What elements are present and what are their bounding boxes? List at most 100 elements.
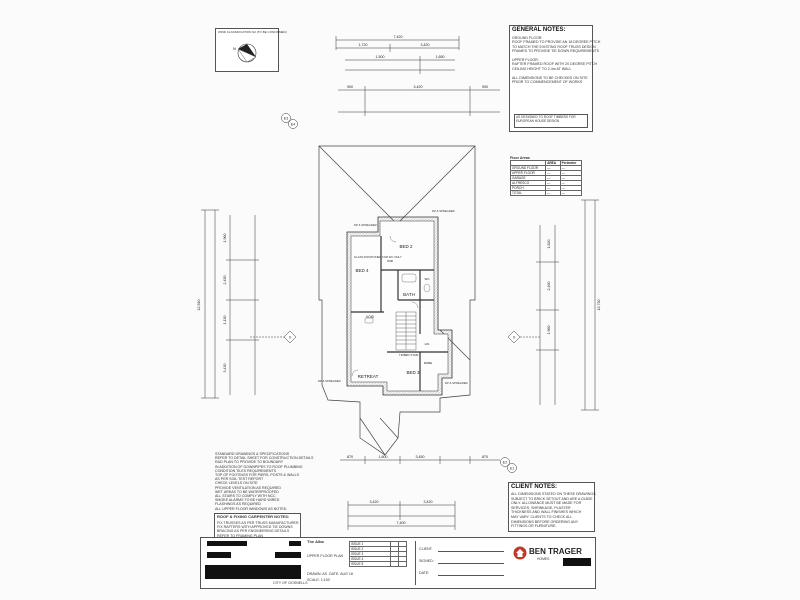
redacted-stamp	[563, 558, 591, 566]
table-cell: ISSUE 5	[349, 561, 391, 567]
spec-note-line: WET AREAS TO BE WATERPROOFED	[215, 489, 279, 494]
spec-note-line: CONDITION TILES REQUIREMENTS	[215, 468, 277, 473]
floor-area-row: TOTAL——	[509, 190, 583, 197]
dim-left-d: 3,430	[223, 364, 227, 373]
north-point-box: WIND CLASSIFICATION N2 (TO BE CONFIRMED)…	[215, 28, 287, 72]
drawn-by: DRAWN: AS	[307, 572, 328, 576]
brand-name: BEN TRAGER	[529, 547, 582, 556]
client-note-line: FITTINGS OR FURNITURE.	[511, 524, 557, 529]
bottom-dimensions	[340, 456, 500, 530]
dim-left-c: 1,130	[223, 316, 227, 325]
general-note-line: PRIOR TO COMMENCEMENT OF WORKS	[512, 80, 583, 84]
carpenter-notes-box: ROOF & FIXING CARPENTER NOTES: FIX TRUSS…	[214, 513, 301, 541]
client-note-line: THICKNESS AND WALL FINISHES WHICH	[511, 510, 582, 515]
dim-bottom-a2: 870	[482, 455, 488, 459]
spec-note-line: RAD PLAN TO PROVIDE TO BOUNDARY	[215, 460, 284, 465]
job-name: The Alba	[307, 539, 324, 544]
room-wir: WIR	[387, 259, 394, 263]
carpenter-note-line: FIX TRUSSES AS PER TRUSS MANUFACTURER	[217, 521, 299, 525]
spec-note-line: PROVIDE VENTILATION AS REQUIRED	[215, 485, 282, 490]
top-dimensions	[335, 36, 500, 116]
room-wc: WC	[425, 277, 431, 281]
room-void: VOID	[366, 315, 375, 319]
dim-bottom-d: 3,420	[370, 500, 379, 504]
general-note-line: ALL DIMENSIONS TO BE CHECKED ON SITE	[512, 75, 588, 80]
room-retreat: RETREAT	[358, 374, 379, 379]
general-notes-title: GENERAL NOTES:	[512, 27, 566, 33]
scale-field: SCALE: 1:100	[307, 578, 330, 582]
table-cell	[397, 561, 408, 567]
dim-left-total: 12,910	[197, 300, 201, 311]
dim-left-a: 1,960	[223, 234, 227, 243]
carpenter-notes-title: ROOF & FIXING CARPENTER NOTES:	[217, 514, 290, 519]
client-signoff: CLIENT: SIGNED: DATE:	[415, 541, 511, 585]
council-name: CITY OF GOSNELLS	[273, 581, 308, 585]
dim-right-b: 2,460	[547, 282, 551, 291]
general-note-line: ROOF FRAMED TO PROVIDE AN 18 DEGREE PITC…	[512, 40, 601, 45]
note-downpipe-4: DP & SPREADER	[445, 381, 468, 385]
redacted-address-3	[207, 552, 231, 558]
date-field: DATE: AUG 18	[329, 572, 353, 576]
dim-top-b: 3,420	[421, 43, 430, 47]
client-note-line: ALL DIMENSIONS STATED ON THESE DRAWINGS	[511, 492, 596, 496]
date-label: DATE:	[419, 571, 430, 575]
spec-note-line: FLASHINGS AS REQUIRED	[215, 502, 261, 507]
table-cell: TOTAL	[509, 190, 547, 197]
dim-bottom-a: 870	[347, 455, 353, 459]
dim-top-e2: 900	[482, 85, 488, 89]
dim-top-e: 900	[347, 85, 353, 89]
carpenter-note-line: FIX RAFTERS WITH APPROVED TIE DOWNS	[217, 525, 293, 530]
section-markers	[250, 113, 540, 473]
north-arrow-icon: N	[233, 43, 257, 63]
general-note-line: CEILING HEIGHT TO 2.4m AT WALL	[512, 66, 572, 71]
dim-bottom-total: 7,400	[397, 521, 406, 525]
brand-sub: HOMES	[537, 557, 550, 561]
carpenter-note-line: BRACING AS PER ENGINEERING DETAILS	[217, 529, 290, 534]
spec-note-line: IN ADDITION OF DOWNPIPES TO ROOF PLUMBIN…	[215, 464, 303, 469]
title-block: CITY OF GOSNELLS The Alba UPPER FLOOR PL…	[200, 537, 596, 589]
left-dimensions	[201, 209, 259, 399]
room-bed2: BED 2	[399, 244, 413, 249]
marker-e2: E2	[503, 461, 507, 465]
room-linen: LIN	[425, 342, 430, 346]
general-note-line: FRAMED TO PROVIDE TIE DOWN REQUIREMENTS	[512, 49, 600, 54]
brand-house-icon	[513, 546, 527, 560]
note-downpipe-3: DP & SPREADER	[318, 379, 341, 383]
note-glass: GLASS POSITIONED FOR WC ONLY	[354, 255, 402, 259]
general-notes-banner: AS DESIGNED TO ROOF TIMBERS FOR EUROPEAN…	[514, 114, 588, 128]
client-notes-box: CLIENT NOTES: ALL DIMENSIONS STATED ON T…	[508, 482, 596, 532]
spec-note-line: TOP OF FOOTINGS FOR PIERS, POSTS & WALLS	[215, 473, 300, 477]
dim-left-b: 2,450	[223, 276, 227, 285]
revision-row: ISSUE 5	[349, 561, 408, 567]
spec-note-line: CHECK LEVELS ON SITE	[215, 481, 258, 486]
redacted-address-5	[205, 565, 301, 579]
redacted-address-4	[275, 552, 301, 558]
dim-top-c: 1,500	[376, 55, 385, 59]
table-cell	[389, 561, 399, 567]
marker-x-right: X	[513, 336, 516, 340]
redacted-address-1	[207, 541, 247, 546]
client-label: CLIENT:	[419, 547, 433, 551]
spec-note-line: AS PER SOIL TEST REPORT	[215, 477, 264, 482]
spec-note-line: ALL UPPER FLOOR WINDOWS AS NOTED	[215, 506, 287, 511]
table-cell: —	[559, 190, 583, 197]
wind-classification-label: WIND CLASSIFICATION N2 (TO BE CONFIRMED)	[218, 30, 287, 34]
room-bed3: BED 3	[406, 370, 420, 375]
floor-areas-title: Floor Areas	[510, 156, 530, 160]
dim-top-b2: 3,420	[414, 85, 423, 89]
dim-bottom-e: 3,420	[424, 500, 433, 504]
brand-logo: BEN TRAGER HOMES	[511, 542, 593, 584]
dim-top-a: 1,720	[359, 43, 368, 47]
note-downpipe-1: DP & SPREADER	[354, 223, 377, 227]
spec-note-line: REFER TO DETAIL SHEET FOR CONSTRUCTION D…	[215, 456, 314, 461]
dim-right-c: 1,960	[547, 326, 551, 335]
general-note-line: RAFTER FRAMED ROOF WITH 20 DEGREE PITCH	[512, 62, 598, 67]
client-notes-title: CLIENT NOTES:	[511, 484, 557, 490]
spec-note-line: SMOKE ALARMS TO BE HARD WIRED	[215, 498, 280, 503]
client-note-line: SERVICES, SHRINKAGE, PLASTER	[511, 505, 571, 510]
general-note-line: TO MATCH THE EXISTING ROOF TRUSS DESIGN	[512, 44, 596, 49]
sheet-name: UPPER FLOOR PLAN	[307, 554, 344, 558]
room-bed4: BED 4	[355, 268, 369, 273]
